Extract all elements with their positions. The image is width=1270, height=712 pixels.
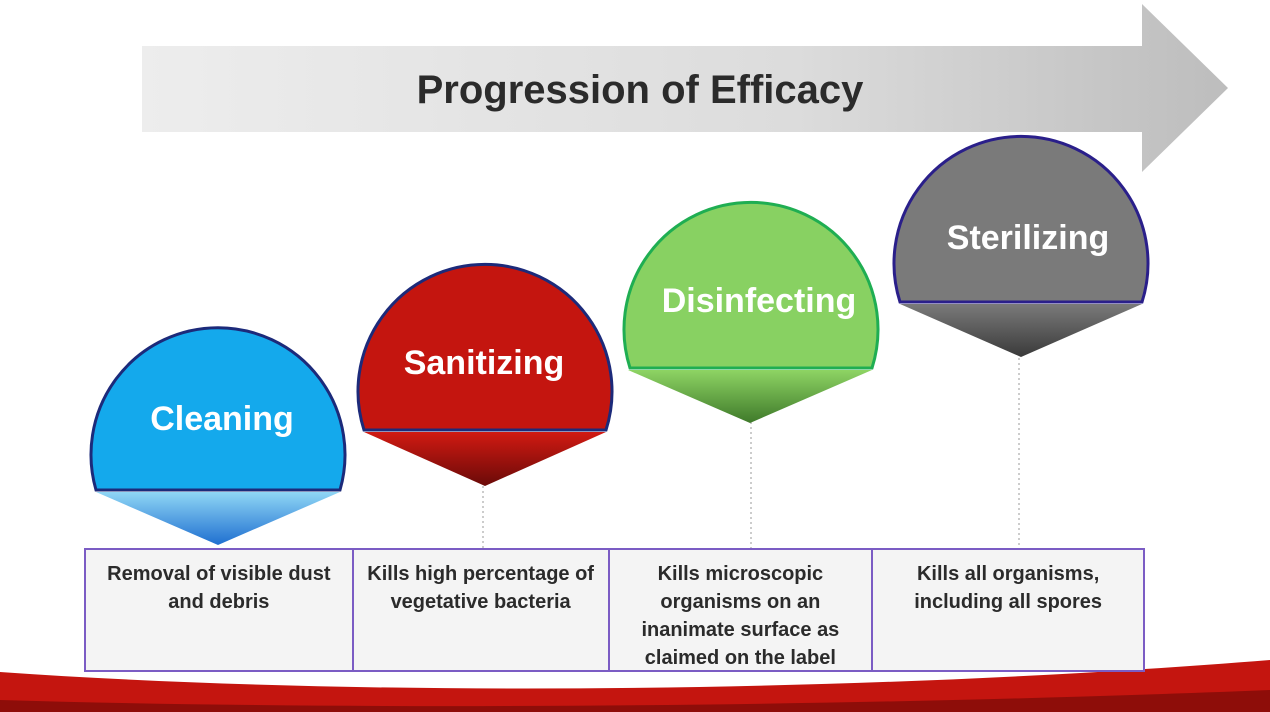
stage-sanitizing-arrowhead: [364, 432, 606, 486]
description-disinfecting: Kills microscopic organisms on an inanim…: [610, 550, 874, 670]
stage-disinfecting-circle: [622, 201, 880, 370]
stage-sterilizing-circle: [892, 135, 1150, 304]
stage-cleaning-circle: [89, 326, 347, 492]
diagram-title: Progression of Efficacy: [416, 67, 864, 112]
stage-label-disinfecting: Disinfecting: [661, 282, 857, 320]
stage-label-cleaning: Cleaning: [150, 400, 294, 438]
stage-label-sanitizing: Sanitizing: [403, 344, 565, 382]
stage-label-sterilizing: Sterilizing: [946, 219, 1110, 257]
progression-arrow: [142, 4, 1228, 172]
stage-sterilizing-arrowhead: [900, 304, 1142, 357]
stage-sanitizing-circle: [356, 263, 614, 432]
description-sanitizing: Kills high percentage of vegetative bact…: [354, 550, 610, 670]
footer-swoosh-highlight: [0, 690, 1270, 712]
description-cleaning: Removal of visible dust and debris: [86, 550, 354, 670]
footer-swoosh: [0, 660, 1270, 712]
stage-cleaning-arrowhead: [96, 492, 340, 545]
stage-disinfecting-arrowhead: [628, 370, 872, 423]
description-sterilizing: Kills all organisms, including all spore…: [914, 563, 1103, 613]
description-table: Removal of visible dust and debris Kills…: [84, 548, 1145, 672]
